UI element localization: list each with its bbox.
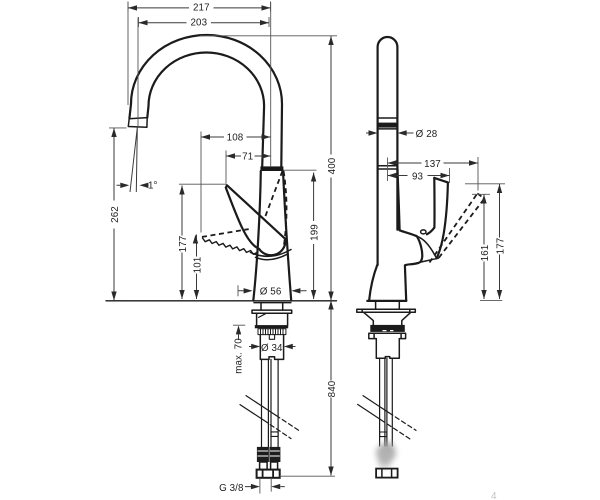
svg-text:177: 177 [495, 238, 506, 255]
svg-text:262: 262 [110, 206, 121, 223]
svg-text:840: 840 [327, 380, 338, 397]
svg-text:161: 161 [480, 245, 491, 262]
svg-text:Ø 56: Ø 56 [260, 287, 282, 298]
svg-text:Ø 28: Ø 28 [416, 129, 438, 140]
svg-text:199: 199 [310, 224, 321, 241]
svg-text:1°: 1° [148, 180, 158, 191]
svg-text:4: 4 [491, 491, 497, 500]
svg-text:137: 137 [424, 159, 441, 170]
svg-text:G 3/8: G 3/8 [219, 483, 244, 494]
svg-text:108: 108 [227, 133, 244, 144]
svg-text:203: 203 [190, 18, 207, 29]
svg-text:Ø 34: Ø 34 [261, 343, 283, 354]
svg-text:400: 400 [327, 157, 338, 174]
svg-text:93: 93 [412, 171, 424, 182]
svg-text:217: 217 [193, 3, 210, 14]
svg-text:max. 70: max. 70 [234, 338, 245, 374]
svg-text:101: 101 [192, 257, 203, 274]
svg-text:71: 71 [242, 152, 253, 163]
svg-text:177: 177 [178, 236, 189, 253]
